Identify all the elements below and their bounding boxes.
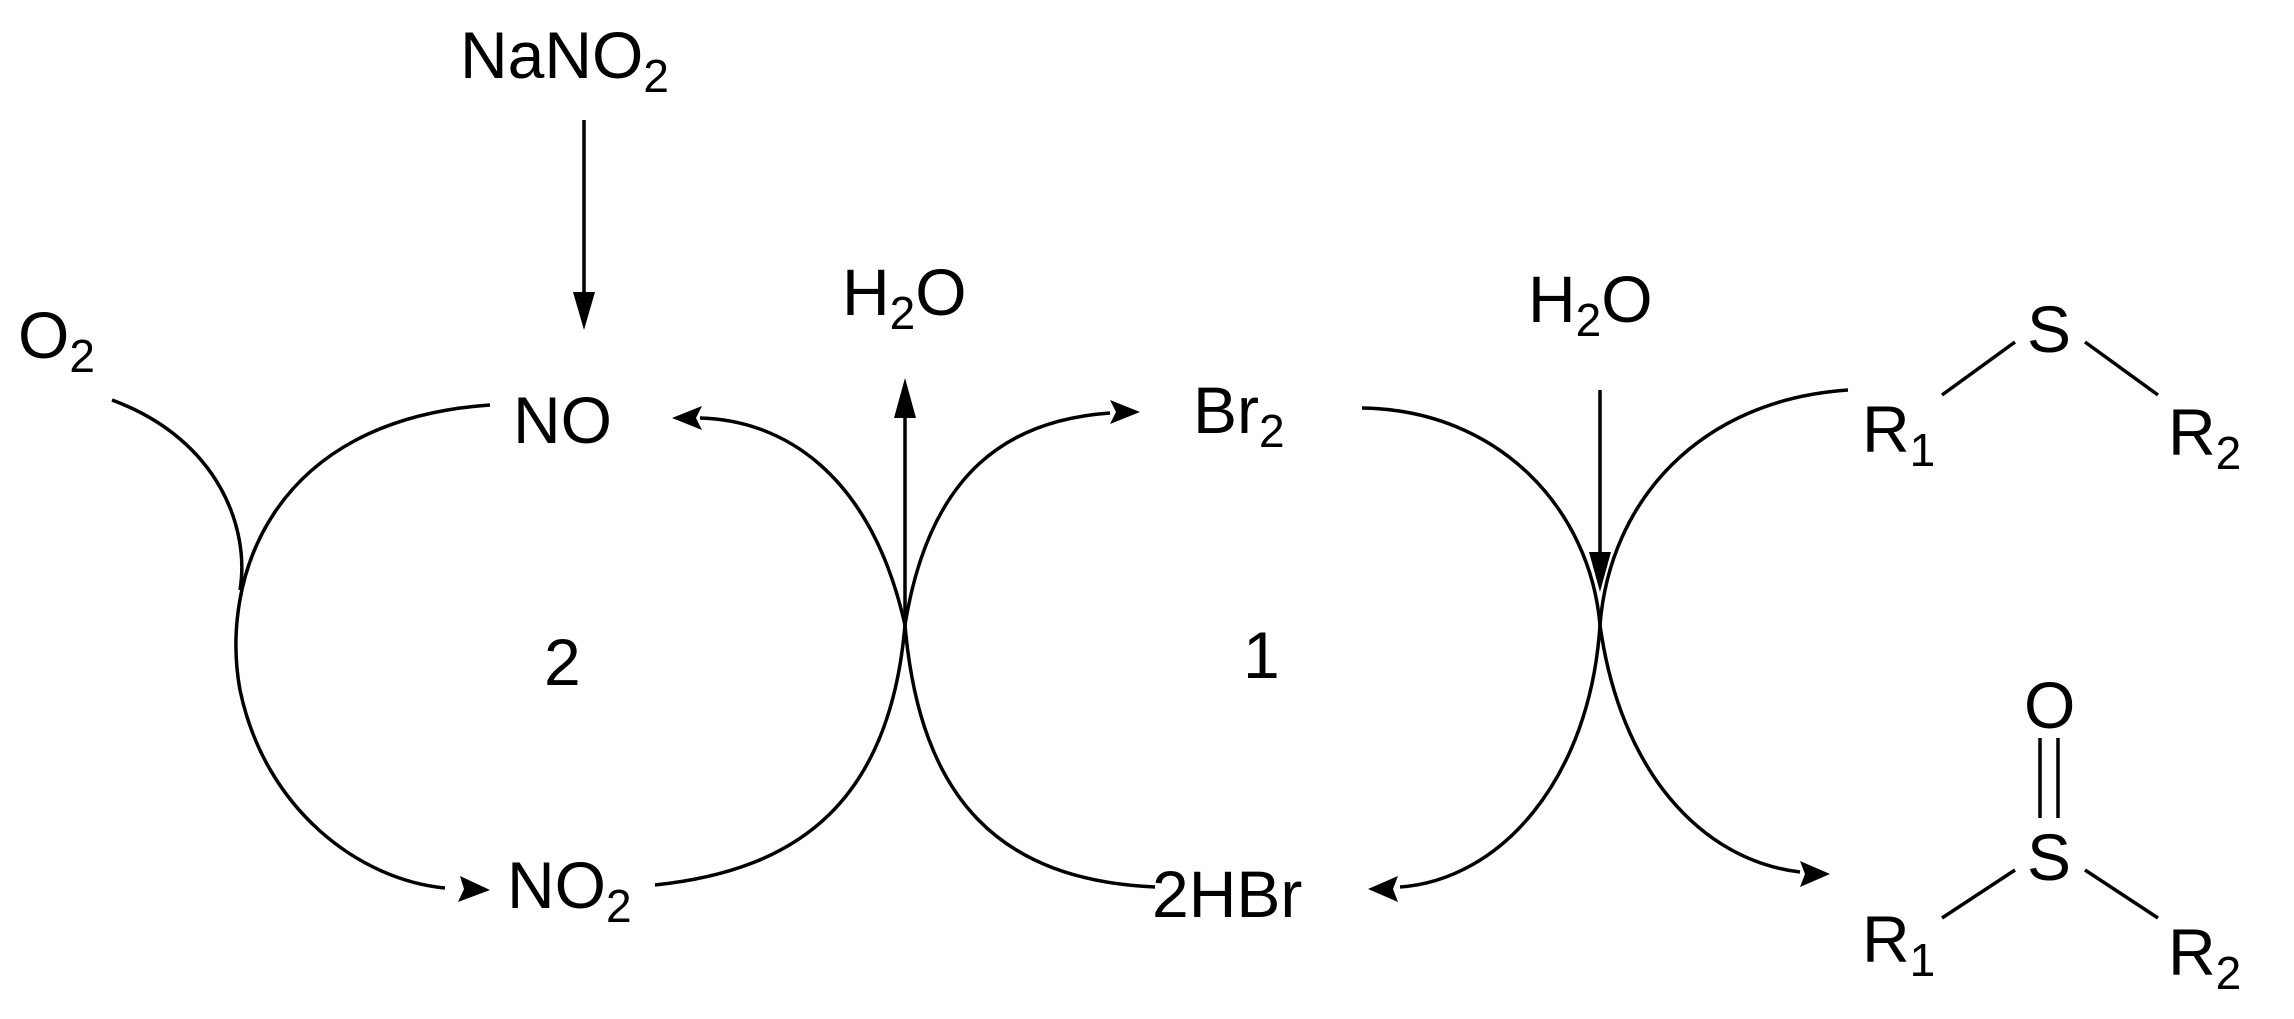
- cycle-2-upper-arc: [699, 416, 907, 626]
- sulfoxide-exit-arc: [1598, 624, 1801, 874]
- cycle-2-lower-arc: [654, 624, 907, 887]
- sulfide-entry-arc: [1598, 388, 1849, 626]
- no-arrowhead: [672, 406, 702, 430]
- cycle-1-lower-right-arc: [1399, 624, 1602, 889]
- hbr-arrowhead: [1368, 876, 1398, 902]
- sulfide-s-r2-bond: [2083, 340, 2160, 397]
- br2-label: Br2: [1193, 373, 1285, 457]
- no-label: NO: [513, 383, 612, 457]
- water-out-arrowhead: [894, 378, 916, 418]
- water-in-arrowhead: [1589, 552, 1611, 592]
- cycle-1: [903, 390, 1611, 902]
- br2-arrowhead: [1110, 400, 1140, 424]
- sulfide-r1-s-bond: [1940, 340, 2017, 397]
- sulfoxide-s-r2-bond: [2084, 868, 2159, 920]
- sulfoxide-r2: R2: [2168, 915, 2241, 999]
- sulfoxide-sulfur: S: [2027, 820, 2071, 894]
- no2-arrowhead: [458, 876, 490, 902]
- water-label-right: H2O: [1528, 262, 1653, 346]
- sulfoxide-oxygen: O: [2024, 668, 2075, 742]
- sulfoxide-r1-s-bond: [1941, 868, 2016, 920]
- o2-entry-arc: [111, 398, 244, 591]
- nano2-label: NaNO2: [460, 18, 669, 102]
- sulfide-sulfur: S: [2027, 292, 2071, 366]
- hbr-label: 2HBr: [1152, 857, 1302, 931]
- sulfide-r2: R2: [2168, 395, 2241, 479]
- sulfoxide-arrowhead: [1800, 861, 1830, 887]
- cycle-2: [111, 120, 916, 902]
- labels: NaNO2 O2 NO NO2 H2O Br2 2HBr H2O 2 1 S R…: [18, 18, 2241, 999]
- water-label-left: H2O: [842, 255, 967, 339]
- cycle-1-lower-left-arc: [903, 624, 1156, 889]
- cycle-1-upper-left-arc: [903, 411, 1111, 626]
- nano2-arrowhead: [573, 292, 595, 330]
- cycle-2-left-arc: [234, 403, 491, 890]
- sulfoxide-r1: R1: [1862, 902, 1935, 986]
- sulfide-r1: R1: [1862, 392, 1935, 476]
- sulfide-oxidation: [1598, 340, 2160, 920]
- cycle-1-number: 1: [1243, 618, 1280, 692]
- o2-label: O2: [18, 298, 95, 382]
- cycle-1-upper-right-arc: [1361, 406, 1602, 626]
- cycle-2-number: 2: [544, 625, 581, 699]
- no2-label: NO2: [507, 848, 632, 932]
